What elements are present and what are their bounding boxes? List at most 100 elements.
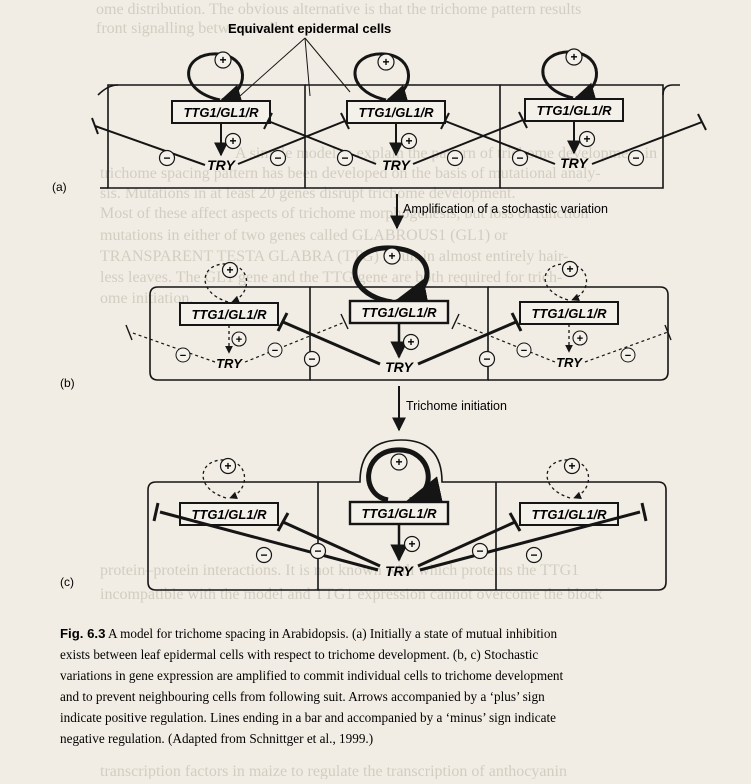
- try-label: TRY: [207, 157, 236, 173]
- panel-label-c: (c): [60, 575, 74, 589]
- inhibition-lines: [91, 111, 707, 166]
- bleed-line: Most of these affect aspects of trichome…: [100, 205, 588, 222]
- caption-line-5: indicate positive regulation. Lines endi…: [60, 710, 556, 725]
- plus-sign-text: +: [408, 537, 415, 551]
- panel-c-cells: [147, 439, 667, 591]
- plus-sign: [231, 331, 247, 347]
- try-label: TRY: [385, 563, 414, 579]
- minus-sign-text: −: [483, 352, 490, 366]
- minus-sign-text: −: [314, 544, 321, 558]
- plus-sign: [563, 457, 581, 475]
- minus-signs: − − − − − −: [158, 149, 645, 167]
- minus-sign-text: −: [260, 548, 267, 562]
- bleed-line: ome initiation.: [100, 290, 193, 307]
- plus-sign: [221, 261, 239, 279]
- caption-line-4: and to prevent neighbouring cells from f…: [60, 689, 545, 704]
- weak-inhibition-lines: [129, 321, 669, 363]
- try-label: TRY: [382, 157, 411, 173]
- bleed-line: A simple model to explain the pattern of…: [235, 145, 657, 162]
- try-label: TRY: [556, 355, 583, 370]
- plus-sign: [400, 132, 418, 150]
- bleed-line: ome distribution. The obvious alternativ…: [96, 1, 581, 18]
- minus-sign-text: −: [632, 151, 639, 165]
- plus-sign-text: +: [405, 134, 412, 148]
- caption-line-3: variations in gene expression are amplif…: [60, 668, 564, 683]
- bleed-line: transcription factors in maize to regula…: [100, 763, 567, 779]
- minus-sign-text: −: [625, 350, 631, 362]
- minus-sign-text: −: [451, 151, 458, 165]
- ttg1-gl1-r-label: TTG1/GL1/R: [183, 105, 259, 120]
- transition-label-initiation: Trichome initiation: [406, 399, 507, 413]
- plus-sign-text: +: [568, 459, 575, 473]
- minus-sign-text: −: [308, 352, 315, 366]
- minus-sign-text: −: [516, 151, 523, 165]
- plus-sign: [219, 457, 237, 475]
- plus-sign: [214, 51, 232, 69]
- plus-sign: [383, 247, 401, 265]
- plus-sign-text: +: [219, 53, 226, 67]
- plus-sign: [377, 53, 395, 71]
- try-label: TRY: [560, 155, 589, 171]
- bleed-line: trichome spacing pattern has been develo…: [100, 165, 601, 182]
- plus-sign: [402, 333, 420, 351]
- plus-sign: [224, 132, 242, 150]
- panel-a: + TTG1/GL1/R + TRY + TTG1/GL1/R + TRY + …: [52, 48, 707, 194]
- panel-label-b: (b): [60, 376, 75, 390]
- equivalent-cells-label: Equivalent epidermal cells: [228, 21, 391, 36]
- minus-sign-text: −: [272, 345, 278, 357]
- plus-sign: [403, 535, 421, 553]
- plus-sign: [578, 130, 596, 148]
- amplified-feedback-loop: [366, 447, 445, 511]
- minus-sign-text: −: [163, 151, 170, 165]
- bleed-line: incompatible with the model and TTG1 exp…: [100, 586, 603, 603]
- bleed-line: mutations in either of two genes called …: [100, 227, 508, 244]
- plus-sign: [572, 330, 588, 346]
- minus-sign-text: −: [180, 350, 186, 362]
- minus-sign-text: −: [341, 151, 348, 165]
- try-label: TRY: [385, 359, 414, 375]
- caption-line-1: Fig. 6.3 A model for trichome spacing in…: [60, 626, 557, 641]
- transition-label-amplification: Amplification of a stochastic variation: [403, 202, 608, 216]
- bleed-line: less leaves. The GL1 gene and the TTG ge…: [100, 269, 562, 286]
- plus-sign-text: +: [224, 459, 231, 473]
- bleed-line: sis. Mutations in at least 20 genes disr…: [100, 185, 515, 202]
- panel-c: + TTG1/GL1/R + TTG1/GL1/R + TRY + TTG1/G…: [60, 439, 667, 591]
- strong-inhibition-lines: [152, 502, 648, 572]
- plus-sign-text: +: [388, 249, 395, 263]
- ttg1-gl1-r-label: TTG1/GL1/R: [191, 507, 267, 522]
- minus-sign-text: −: [530, 548, 537, 562]
- figure-caption: Fig. 6.3 A model for trichome spacing in…: [60, 626, 564, 746]
- caption-text: A model for trichome spacing in Arabidop…: [108, 626, 557, 641]
- plus-sign-text: +: [583, 132, 590, 146]
- ttg1-gl1-r-label: TTG1/GL1/R: [536, 103, 612, 118]
- plus-sign-text: +: [566, 262, 573, 276]
- plus-sign: [561, 260, 579, 278]
- weak-inhibition-bars: [125, 313, 672, 341]
- bleed-line: protein–protein interactions. It is not …: [100, 562, 579, 579]
- plus-sign-text: +: [570, 50, 577, 64]
- plus-sign-text: +: [236, 334, 242, 346]
- plus-sign-text: +: [395, 455, 402, 469]
- minus-signs: − − − −: [255, 542, 543, 564]
- plus-sign-text: +: [577, 333, 583, 345]
- ttg1-gl1-r-box: [179, 502, 279, 526]
- minus-sign-text: −: [476, 544, 483, 558]
- bleed-line: front signalling between cells.: [96, 20, 289, 37]
- ttg1-gl1-r-box: [519, 502, 619, 526]
- ttg1-gl1-r-label: TTG1/GL1/R: [191, 307, 267, 322]
- figure-number: Fig. 6.3: [60, 626, 105, 641]
- try-label: TRY: [216, 356, 243, 371]
- panel-b: + TTG1/GL1/R + TRY + TTG1/GL1/R + TRY + …: [60, 245, 672, 390]
- label-pointer-lines: [239, 37, 351, 97]
- minus-sign-text: −: [274, 151, 281, 165]
- caption-line-2: exists between leaf epidermal cells with…: [60, 647, 538, 662]
- ttg1-gl1-r-label: TTG1/GL1/R: [361, 506, 437, 521]
- plus-sign: [390, 453, 408, 471]
- caption-line-6: negative regulation. (Adapted from Schni…: [60, 731, 373, 746]
- panel-label-a: (a): [52, 180, 67, 194]
- bleed-line: TRANSPARENT TESTA GLABRA (TTG) result in…: [100, 248, 568, 265]
- plus-sign-text: +: [226, 263, 233, 277]
- plus-sign-text: +: [407, 335, 414, 349]
